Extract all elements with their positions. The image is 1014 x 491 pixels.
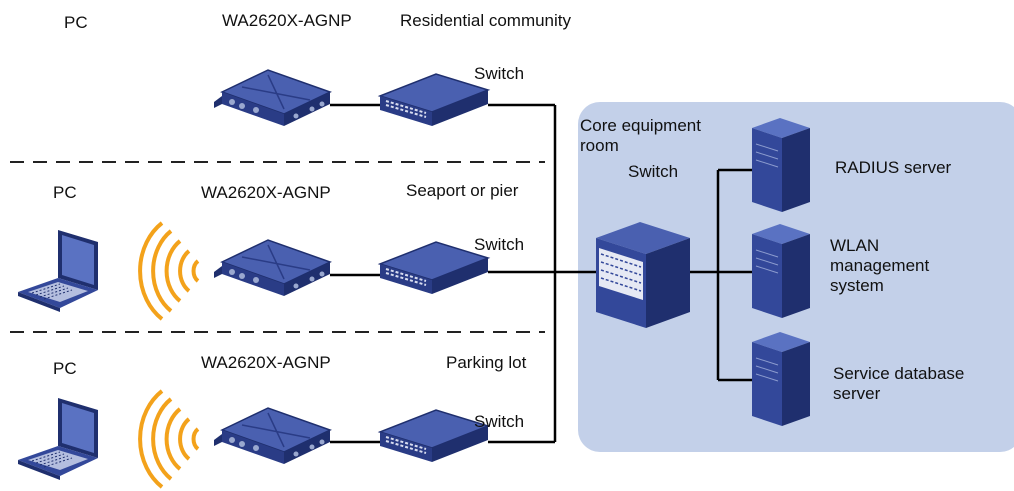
switch-icon xyxy=(379,409,489,463)
ap-model-label: WA2620X-AGNP xyxy=(201,353,331,372)
wireless-signal-icon xyxy=(138,389,200,489)
ap-model-label: WA2620X-AGNP xyxy=(201,183,331,202)
wireless-signal-icon xyxy=(138,221,200,321)
links xyxy=(330,103,755,444)
laptop-icon xyxy=(17,397,99,481)
core-switch-icon xyxy=(596,222,690,328)
switch-icon xyxy=(379,73,489,127)
area-label: Parking lot xyxy=(446,353,527,372)
switch-icon xyxy=(379,241,489,295)
access-point-icon xyxy=(213,407,331,465)
core-room-title: Core equipment room xyxy=(580,116,701,155)
server-icon xyxy=(751,223,811,319)
switch-label: Switch xyxy=(474,235,525,254)
server-icon xyxy=(751,331,811,427)
laptop-icon xyxy=(17,229,99,313)
pc-label: PC xyxy=(53,183,77,202)
server-label: RADIUS server xyxy=(835,158,952,177)
core-switch-label: Switch xyxy=(628,162,679,181)
ap-model-label: WA2620X-AGNP xyxy=(222,11,352,30)
access-point-icon xyxy=(213,69,331,127)
switch-label: Switch xyxy=(474,412,525,431)
access-point-icon xyxy=(213,239,331,297)
area-label: Seaport or pier xyxy=(406,181,519,200)
pc-label: PC xyxy=(53,359,77,378)
server-label: WLAN management system xyxy=(830,236,930,295)
server-label: Service database server xyxy=(833,364,965,403)
switch-label: Switch xyxy=(474,64,525,83)
area-label: Residential community xyxy=(400,11,572,30)
pc-label: PC xyxy=(64,13,88,32)
server-icon xyxy=(751,117,811,213)
